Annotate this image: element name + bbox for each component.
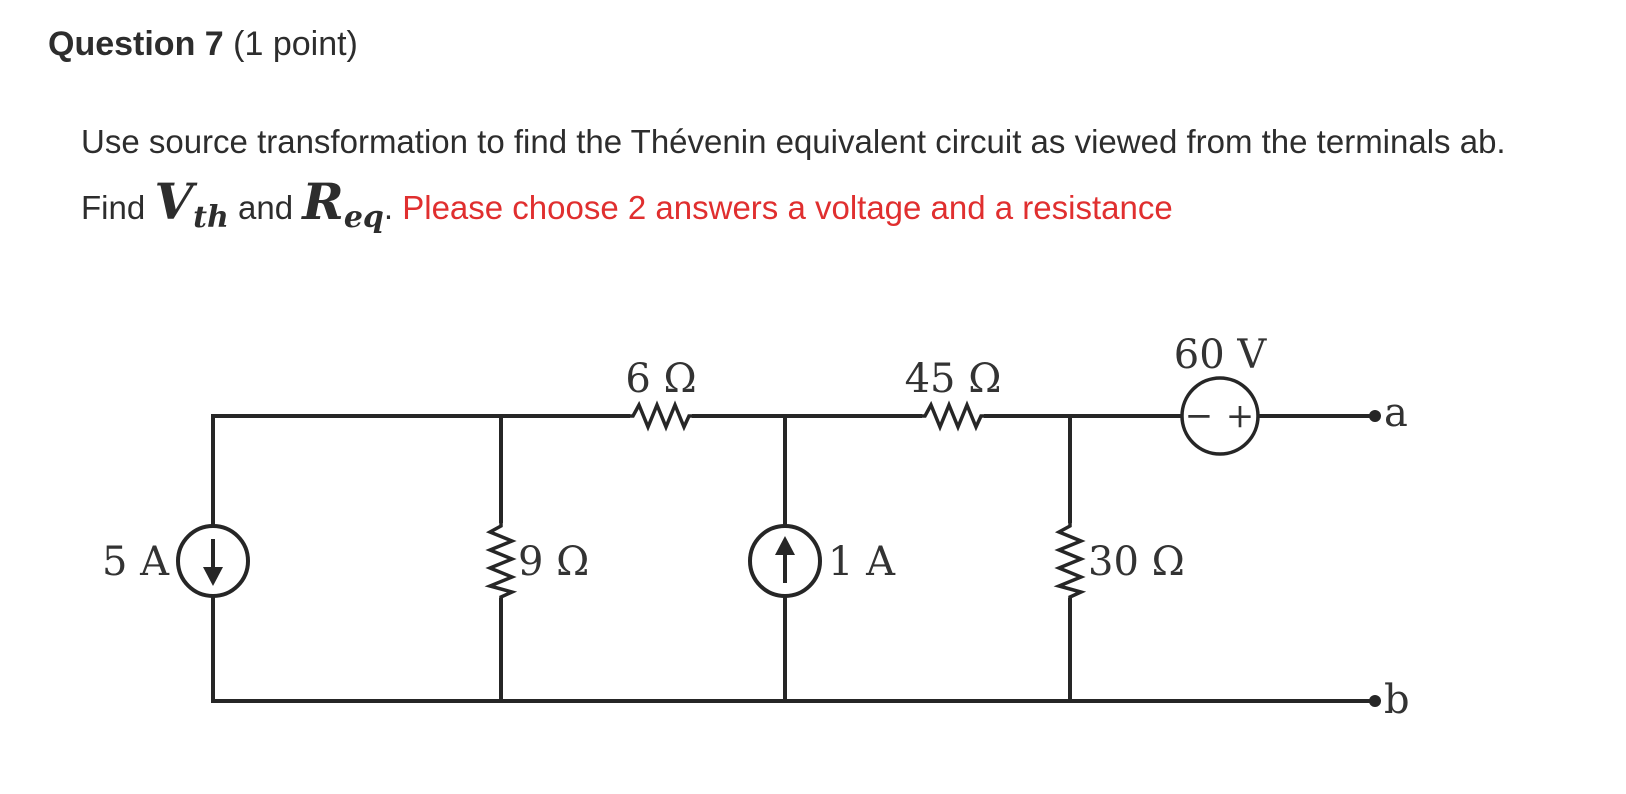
prompt-and: and [228,189,303,226]
label-30ohm: 30 Ω [1088,539,1185,585]
resistor-30ohm [1053,521,1087,600]
prompt-period: . [383,189,394,226]
vth-subscript: th [193,200,229,235]
label-5a: 5 A [102,539,170,585]
vth-symbol: Vth [154,172,228,235]
label-terminal-b: b [1384,677,1410,723]
label-6ohm: 6 Ω [625,356,696,402]
label-9ohm: 9 Ω [518,539,589,585]
answer-instruction: Please choose 2 answers a voltage and a … [402,189,1173,226]
resistor-6ohm [628,400,694,432]
vth-main: V [154,172,194,231]
voltage-source-60v [1180,376,1260,456]
question-prompt: Use source transformation to find the Th… [81,112,1561,248]
req-symbol: Req [302,172,384,235]
voltage-source-plus: + [1226,396,1255,436]
voltage-source-minus: − [1185,396,1214,436]
label-45ohm: 45 Ω [905,356,1002,402]
terminal-b-dot [1369,695,1381,707]
resistor-45ohm [920,400,986,432]
resistor-9ohm [484,521,518,600]
terminal-a-dot [1369,410,1381,422]
prompt-text: Use source transformation to find the Th… [81,123,1506,226]
label-60v: 60 V [1174,332,1268,378]
req-main: R [302,172,344,231]
question-points: (1 point) [233,25,358,63]
label-1a: 1 A [828,539,896,585]
current-source-5a [176,524,250,598]
current-source-1a [748,524,822,598]
req-subscript: eq [343,200,384,235]
question-header: Question 7 (1 point) [48,22,358,66]
label-terminal-a: a [1384,390,1408,436]
question-title: Question 7 [48,25,224,63]
